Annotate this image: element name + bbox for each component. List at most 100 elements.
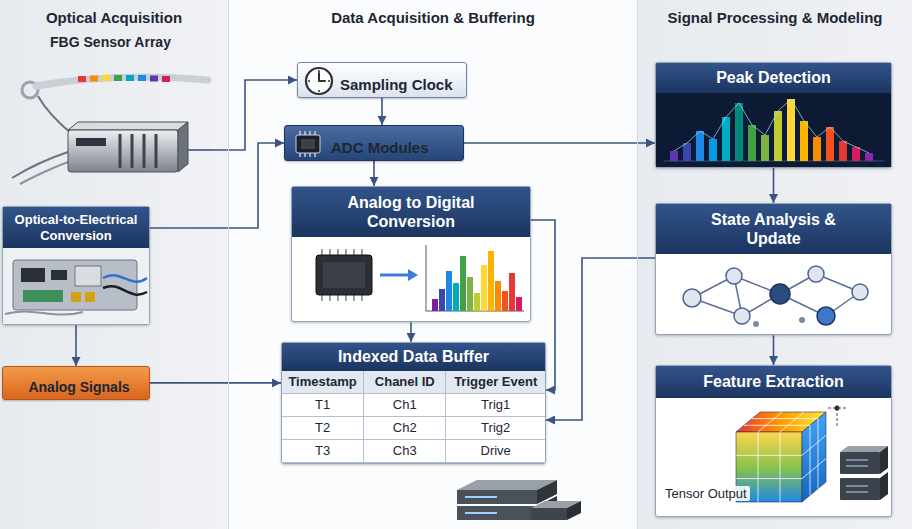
illustration-part xyxy=(150,76,158,82)
panel-title: Feature Extraction xyxy=(703,372,843,391)
table-cell: Trig2 xyxy=(446,417,545,440)
box-label: ADC Modules xyxy=(331,139,429,157)
clock-icon xyxy=(298,63,338,99)
illustration-part xyxy=(828,408,846,426)
illustration-part xyxy=(319,73,325,81)
illustration-part xyxy=(840,478,880,500)
process-panel: Analog to Digital Conversion xyxy=(291,186,531,322)
illustration-part xyxy=(38,96,72,134)
illustration-part xyxy=(90,76,98,82)
illustration-part xyxy=(102,75,110,81)
illustration-part xyxy=(380,274,408,277)
illustration-part xyxy=(880,446,888,474)
illustration-part xyxy=(68,122,188,130)
table-header-cell: Trigger Event xyxy=(446,371,545,394)
chip-icon xyxy=(285,126,331,162)
illustration-part xyxy=(840,452,880,474)
illustration-part xyxy=(502,291,508,311)
illustration-part xyxy=(120,134,156,168)
illustration-part xyxy=(839,141,847,161)
illustration-part xyxy=(692,274,860,316)
connector-arrow xyxy=(373,161,375,186)
panel-header: Peak Detection xyxy=(656,63,891,93)
state-graph xyxy=(656,254,891,334)
illustration-part xyxy=(20,162,68,184)
illustration-part xyxy=(474,293,480,311)
illustration-part xyxy=(68,130,178,172)
illustration-part xyxy=(78,76,86,82)
panel-header: Feature Extraction xyxy=(656,366,891,398)
text-holder: Analog Signals xyxy=(9,370,149,396)
illustration-part xyxy=(696,131,704,161)
illustration-part xyxy=(840,446,888,452)
table-cell: T2 xyxy=(282,417,364,440)
text-holder: Sampling Clock xyxy=(340,67,459,94)
illustration-part xyxy=(488,251,494,311)
process-box: Sampling Clock xyxy=(297,62,467,98)
illustration-part xyxy=(852,147,860,161)
table-cell: T1 xyxy=(282,394,364,417)
illustration-part xyxy=(748,125,756,161)
illustration-part xyxy=(813,137,821,161)
process-panel: State Analysis & Update xyxy=(655,203,892,335)
illustration-part xyxy=(51,270,67,280)
illustration-part xyxy=(465,497,497,513)
illustration-part xyxy=(426,245,524,311)
column-band: Data Acquisition & Buffering Sampling Cl… xyxy=(228,0,638,529)
illustration-part xyxy=(670,151,678,161)
illustration-part xyxy=(722,117,730,161)
illustration-part xyxy=(13,260,137,310)
illustration-part xyxy=(567,501,581,520)
illustration-part xyxy=(453,283,459,311)
illustration-part xyxy=(301,139,315,149)
illustration-part xyxy=(408,269,418,281)
column-heading: Data Acquisition & Buffering xyxy=(229,9,637,26)
illustration-part xyxy=(460,256,466,311)
table-cell: Trig1 xyxy=(446,394,545,417)
text-holder: ADC Modules xyxy=(331,130,435,157)
connector-arrow xyxy=(464,142,655,144)
process-panel: Feature ExtractionTensor Output xyxy=(655,365,892,517)
illustration-part xyxy=(138,75,146,81)
connector-arrow xyxy=(150,382,281,384)
illustration-part xyxy=(674,99,869,153)
illustration-part xyxy=(683,143,691,161)
table-header-cell: Timestamp xyxy=(282,371,364,394)
illustration-part xyxy=(516,297,522,311)
illustration-part xyxy=(826,127,834,161)
connector-arrow xyxy=(773,168,775,203)
illustration-part xyxy=(23,290,63,302)
illustration-part xyxy=(744,412,818,432)
illustration-part xyxy=(753,321,759,327)
table-cell: T3 xyxy=(282,440,364,463)
illustration-part xyxy=(21,268,45,282)
text-holder: Signal Processing & Modeling xyxy=(638,0,912,26)
illustration-part xyxy=(446,271,452,311)
connector-arrow xyxy=(773,335,775,365)
illustration-part xyxy=(800,121,808,161)
illustration-part xyxy=(683,289,701,307)
text-holder: Optical Acquisition xyxy=(0,0,228,26)
illustration-part xyxy=(656,93,891,167)
illustration-part xyxy=(5,312,83,315)
spectrum-plot xyxy=(656,93,891,167)
illustration-part xyxy=(799,317,805,323)
illustration-part xyxy=(817,307,835,325)
illustration-part xyxy=(306,68,332,94)
illustration-part xyxy=(481,265,487,311)
process-panel: Peak Detection xyxy=(655,62,892,168)
image-caption: Tensor Output xyxy=(662,486,750,501)
connector-arrow xyxy=(410,322,412,342)
panel-title: Analog to Digital Conversion xyxy=(332,193,490,231)
illustration-part xyxy=(75,266,101,286)
panel-header: State Analysis & Update xyxy=(656,204,891,254)
panel-title: State Analysis & Update xyxy=(696,210,851,248)
illustration-part xyxy=(467,277,473,311)
illustration-part xyxy=(316,255,372,295)
figure-heading: FBG Sensor Array xyxy=(16,34,205,50)
panel-title: Indexed Data Buffer xyxy=(338,347,489,366)
illustration-part xyxy=(734,308,750,324)
illustration-part xyxy=(103,275,147,281)
label-holder: Tensor Output xyxy=(662,486,750,501)
